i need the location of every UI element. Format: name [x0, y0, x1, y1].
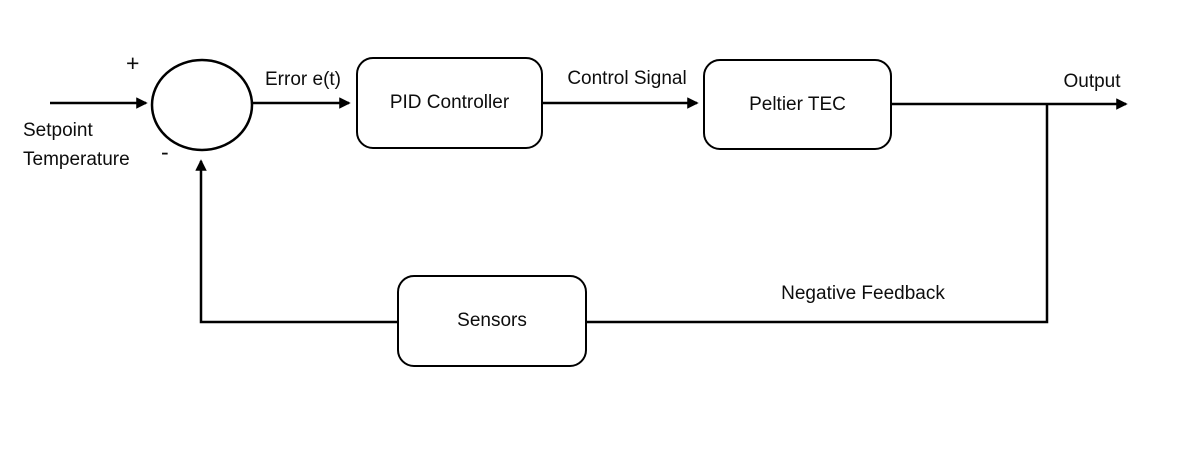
sensors-label: Sensors: [457, 310, 527, 331]
control-signal-label: Control Signal: [567, 68, 687, 89]
feedback-return-arrow: [195, 159, 397, 324]
negative-feedback-label: Negative Feedback: [781, 283, 945, 304]
pid-controller-block: PID Controller: [356, 57, 543, 149]
sensors-block: Sensors: [397, 275, 587, 367]
minus-sign: -: [161, 139, 169, 165]
peltier-tec-block: Peltier TEC: [703, 59, 892, 150]
feedback-branch-line: [587, 104, 1049, 324]
peltier-tec-label: Peltier TEC: [749, 93, 846, 115]
setpoint-temperature-label: Setpoint Temperature: [23, 120, 130, 170]
plus-sign: +: [126, 50, 140, 76]
error-signal-label: Error e(t): [265, 69, 341, 90]
pid-controller-label: PID Controller: [389, 92, 510, 113]
summing-junction: [150, 58, 254, 152]
output-label: Output: [1063, 71, 1121, 92]
